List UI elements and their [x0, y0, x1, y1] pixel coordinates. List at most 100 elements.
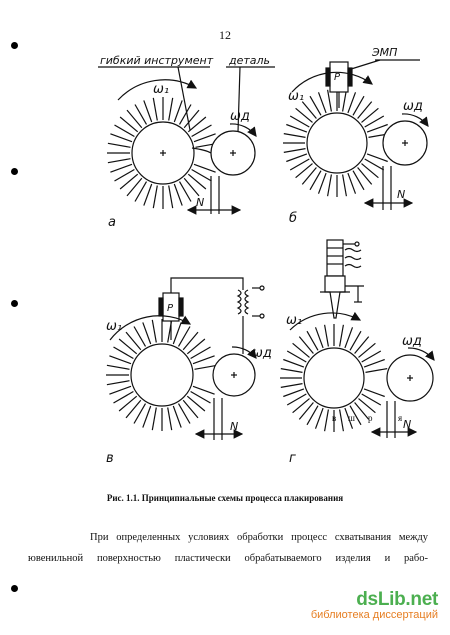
bristle	[107, 142, 131, 148]
bristle	[168, 97, 174, 121]
bristle	[118, 338, 138, 355]
bristle	[357, 101, 373, 119]
device-symbol-v: P	[167, 303, 174, 314]
bristle	[183, 109, 200, 129]
bristle	[324, 324, 329, 347]
bristle	[344, 407, 354, 429]
tool-hub	[130, 343, 194, 407]
bristle	[344, 327, 354, 349]
bristle	[173, 100, 183, 123]
bristle	[177, 326, 191, 347]
bristle	[295, 163, 313, 179]
bristle	[342, 89, 347, 112]
tool-rotation-arrow	[291, 71, 373, 93]
panel-g	[280, 239, 435, 438]
bristle	[349, 330, 362, 351]
bristle	[283, 388, 305, 398]
bristle	[354, 402, 370, 420]
bristle	[172, 322, 182, 345]
bristle	[280, 368, 303, 373]
bristle	[286, 350, 307, 363]
body-paragraph-line-1: При определенных условиях обработки проц…	[90, 532, 428, 543]
bristle	[173, 183, 183, 206]
part-rotation-arrow	[231, 346, 257, 359]
part-rotation-arrow	[229, 123, 257, 137]
bristle	[134, 181, 148, 202]
bristle	[309, 170, 322, 191]
bristle	[363, 388, 385, 398]
bristle	[352, 170, 365, 191]
ultrasonic-transducer	[326, 239, 344, 277]
bristle	[352, 95, 365, 116]
bristle	[192, 355, 215, 365]
transformer-coil	[236, 289, 242, 315]
bristle	[142, 405, 152, 428]
bristle	[109, 385, 132, 395]
bristle	[317, 172, 327, 194]
bristle	[126, 177, 143, 197]
bristle	[143, 183, 153, 206]
panel-label-b: б	[289, 211, 297, 226]
watermark-subtitle: библиотека диссертаций	[310, 609, 438, 621]
omega-part-a: ωд	[230, 109, 250, 124]
waveguide-horn	[324, 275, 346, 319]
bristle	[178, 104, 192, 125]
bristle	[286, 393, 307, 406]
bristle	[366, 123, 388, 133]
zone-label-ya: я	[398, 413, 402, 423]
bristle	[143, 100, 153, 123]
bristle	[118, 395, 138, 412]
omega-tool-a: ω₁	[153, 82, 169, 97]
bristle	[361, 107, 379, 123]
bristle	[292, 342, 310, 358]
bristle	[119, 173, 139, 190]
bristle	[152, 97, 158, 121]
bristle	[191, 168, 212, 182]
bristle	[109, 355, 132, 365]
figure-caption: Рис. 1.1. Принципиальные схемы процесса …	[106, 493, 344, 503]
bristle	[358, 342, 376, 358]
binding-hole	[11, 168, 18, 175]
panel-v	[106, 277, 265, 440]
bristle	[357, 167, 373, 185]
bristle	[113, 390, 134, 404]
contact-bristle	[191, 147, 212, 154]
bristle	[306, 330, 319, 351]
bristle	[182, 399, 199, 419]
bristle	[327, 174, 332, 197]
bristle	[301, 101, 317, 119]
bristle	[126, 109, 143, 129]
bristle	[168, 185, 174, 209]
bristle	[347, 172, 357, 194]
bristle	[177, 403, 191, 424]
zone-label-r: р	[368, 413, 373, 423]
bristle	[314, 327, 324, 349]
bristle	[298, 402, 314, 420]
bristle	[183, 177, 200, 197]
bristle	[283, 133, 306, 138]
omega-tool-b: ω₁	[288, 89, 304, 104]
bristle	[317, 92, 327, 114]
tool-label: гибкий инструмент	[100, 54, 214, 67]
force-b: N	[397, 188, 405, 201]
part-rotation-arrow	[401, 113, 429, 127]
bristle	[133, 403, 147, 424]
bristle	[349, 405, 362, 426]
bristle	[358, 398, 376, 414]
binding-hole	[11, 585, 18, 592]
omega-part-v: ωд	[252, 346, 272, 361]
watermark[interactable]: dsLib.net библиотека диссертаций	[311, 589, 438, 621]
bristle	[187, 173, 207, 190]
tool-rotation-arrow	[289, 311, 362, 331]
force-g: N	[403, 418, 411, 431]
bristle	[283, 358, 305, 368]
bristle	[193, 133, 216, 143]
bristle	[125, 331, 142, 351]
bristle	[113, 346, 134, 360]
tool-hub	[306, 112, 368, 174]
bristle	[186, 395, 206, 412]
tool-rotation-arrow	[117, 79, 198, 101]
bristle	[114, 168, 135, 182]
bristle	[142, 322, 152, 345]
